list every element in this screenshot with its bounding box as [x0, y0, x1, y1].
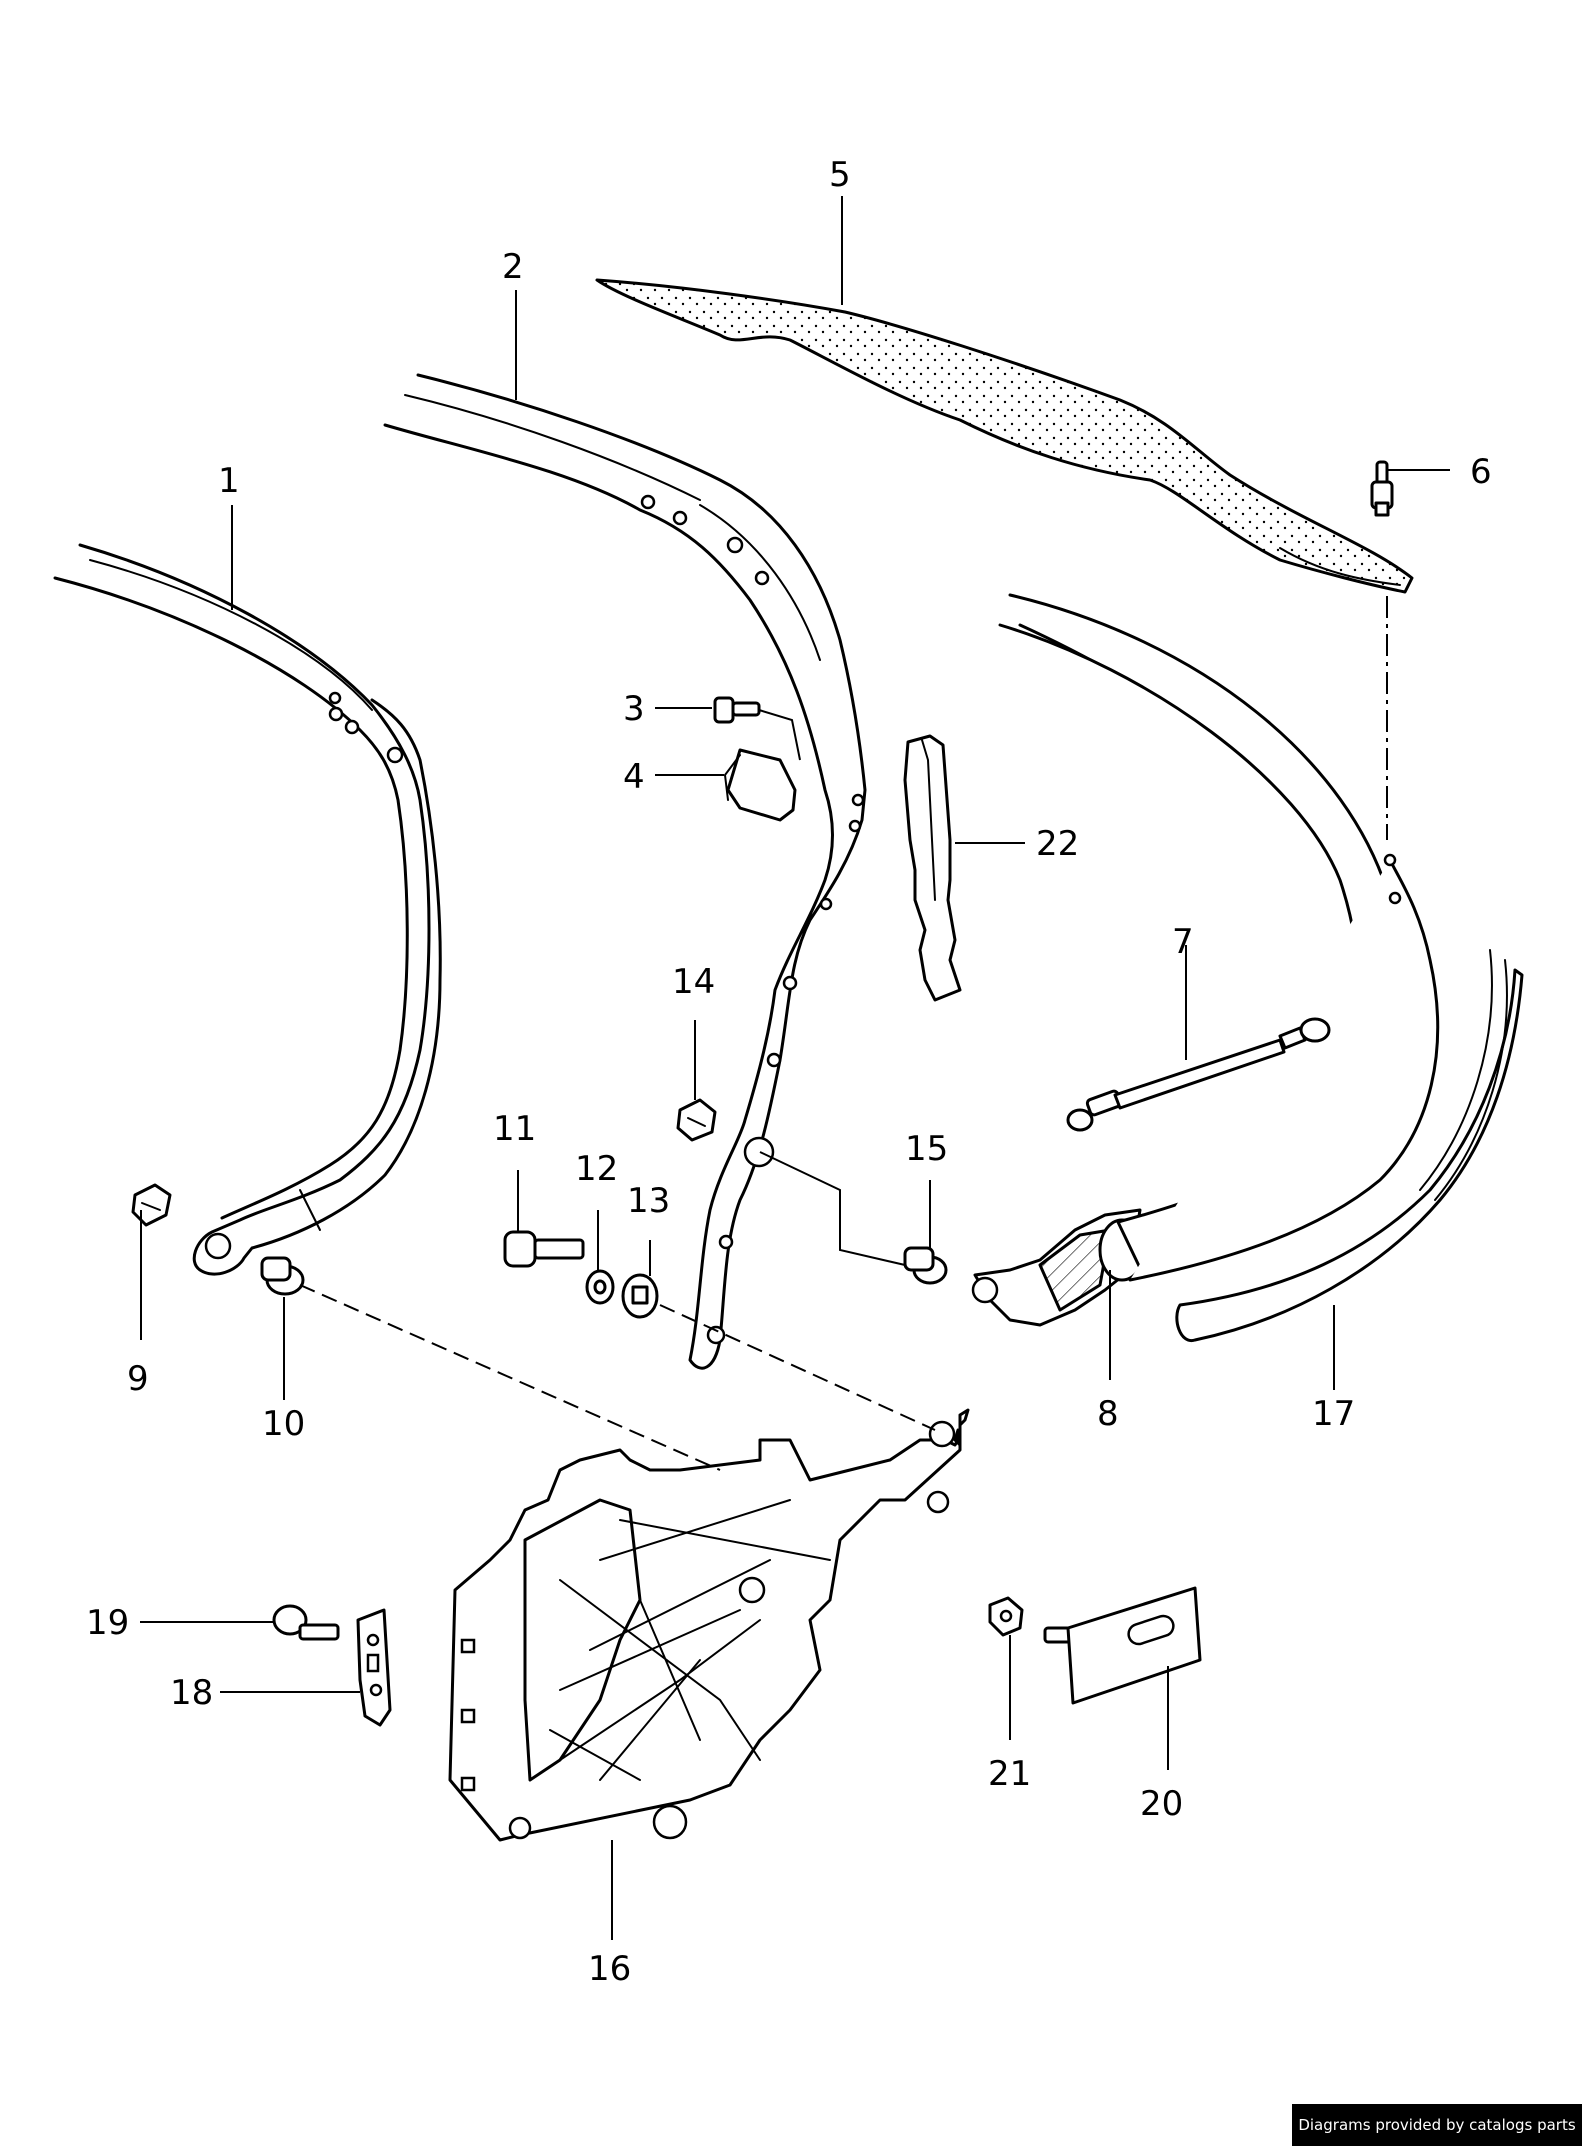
- link-14-15: [759, 1151, 906, 1266]
- leader-3-4: [758, 709, 801, 761]
- callout-20: 20: [1140, 1784, 1183, 1824]
- callout-9: 9: [127, 1359, 149, 1399]
- callout-17: 17: [1312, 1394, 1355, 1434]
- callout-18: 18: [170, 1673, 213, 1713]
- callout-13: 13: [627, 1181, 670, 1221]
- part-6-rivet: [1370, 460, 1394, 517]
- part-18-plate: [356, 1608, 392, 1727]
- callout-3: 3: [623, 689, 645, 729]
- callout-1: 1: [218, 461, 240, 501]
- part-12-washer: [585, 1269, 615, 1305]
- callout-22: 22: [1036, 824, 1079, 864]
- part-5-panel: [595, 278, 1414, 594]
- callout-16: 16: [588, 1949, 631, 1989]
- part-11-bolt: [503, 1230, 585, 1268]
- part-3-bolt: [713, 696, 761, 724]
- callout-7: 7: [1172, 922, 1194, 962]
- callout-8: 8: [1097, 1394, 1119, 1434]
- callout-15: 15: [905, 1129, 948, 1169]
- callout-4: 4: [623, 757, 645, 797]
- part-20-plate: [1043, 1586, 1202, 1705]
- part-22-bracket: [903, 734, 962, 1002]
- align-line-10-16: [299, 1284, 721, 1471]
- callout-5: 5: [829, 155, 851, 195]
- part-8-bow: [998, 593, 1440, 1282]
- part-1-bow: [53, 543, 442, 1276]
- part-9-nut: [131, 1183, 172, 1227]
- callout-2: 2: [502, 247, 524, 287]
- part-16-main-bracket: [448, 1408, 970, 1842]
- part-15-bushing: [903, 1246, 948, 1285]
- leader-lines: [140, 196, 1450, 1940]
- callout-21: 21: [988, 1754, 1031, 1794]
- part-14-nut: [676, 1098, 717, 1142]
- part-19-bolt: [272, 1604, 340, 1641]
- align-line-13-16: [659, 1304, 936, 1431]
- part-21-nut: [988, 1596, 1024, 1637]
- part-13-washer: [621, 1273, 659, 1319]
- callout-10: 10: [262, 1404, 305, 1444]
- part-2-bow: [383, 373, 867, 1370]
- callout-12: 12: [575, 1149, 618, 1189]
- credit-banner: Diagrams provided by catalogs parts: [1292, 2104, 1582, 2146]
- callout-14: 14: [672, 962, 715, 1002]
- part-10-bushing: [260, 1256, 305, 1296]
- part-4-block: [723, 748, 797, 822]
- part-17-strip: [1175, 949, 1524, 1342]
- callout-11: 11: [493, 1109, 536, 1149]
- callout-19: 19: [86, 1603, 129, 1643]
- part-8-arm: [971, 1208, 1146, 1327]
- part-7-strut: [1066, 1017, 1331, 1132]
- callout-6: 6: [1470, 452, 1492, 492]
